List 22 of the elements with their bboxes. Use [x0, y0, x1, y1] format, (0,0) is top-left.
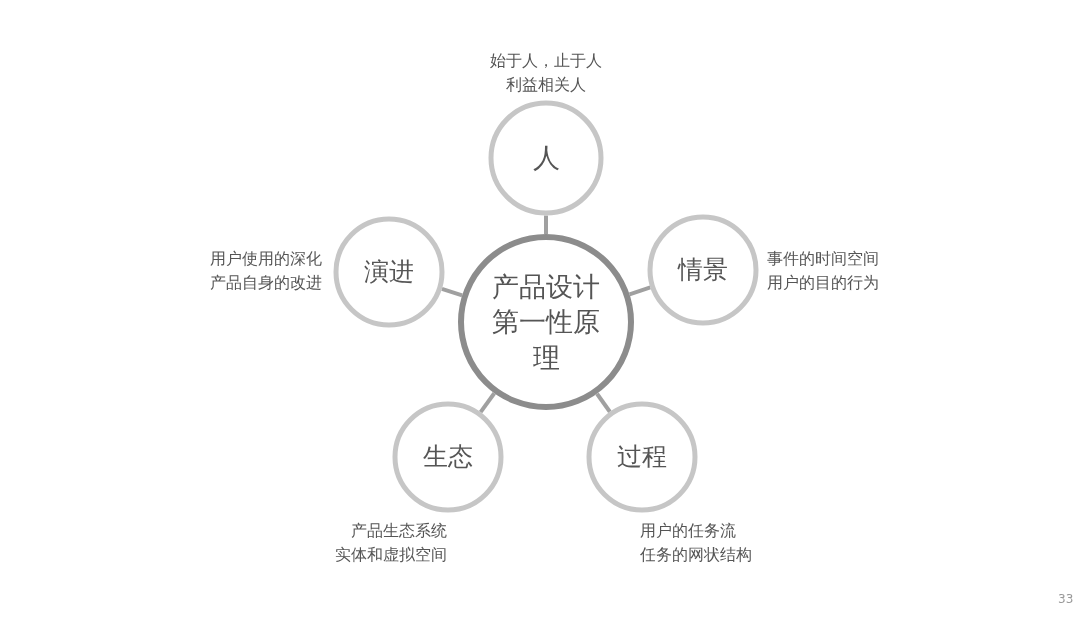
connector-line — [595, 392, 612, 413]
page-number: 33 — [1058, 592, 1074, 606]
node-title: 生态 — [422, 440, 474, 473]
node-title: 情景 — [676, 253, 729, 286]
description-text: 用户的目的行为 — [767, 272, 879, 294]
description-text: 始于人，止于人 — [489, 50, 603, 72]
description-text: 产品自身的改进 — [210, 272, 322, 294]
description-text: 用户使用的深化 — [210, 248, 322, 270]
connector-line — [544, 215, 548, 234]
node-title: 演进 — [363, 255, 415, 288]
description-text: 利益相关人 — [505, 74, 587, 96]
connector-line — [628, 285, 651, 297]
description-text: 用户的任务流 — [640, 520, 736, 542]
description-text: 实体和虚拟空间 — [335, 544, 447, 566]
node-title: 人 — [531, 141, 561, 176]
node-title: 产品设计第一性原理 — [491, 270, 601, 375]
connector-line — [441, 286, 463, 298]
connector-line — [479, 392, 496, 414]
node-title: 过程 — [616, 440, 668, 473]
description-text: 产品生态系统 — [351, 520, 447, 542]
description-text: 事件的时间空间 — [767, 248, 879, 270]
description-text: 任务的网状结构 — [640, 544, 752, 566]
